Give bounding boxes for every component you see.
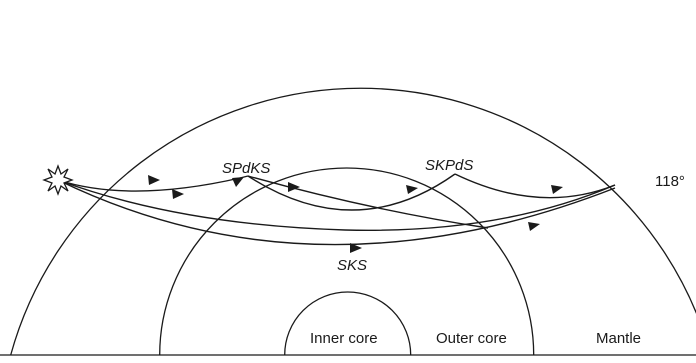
- arrowhead: [406, 185, 418, 194]
- arrowhead: [172, 189, 184, 199]
- earth-surface-arc: [11, 88, 696, 355]
- label-sks: SKS: [337, 257, 367, 274]
- label-skpds: SKPdS: [425, 157, 473, 174]
- label-inner-core: Inner core: [310, 330, 378, 347]
- label-mantle: Mantle: [596, 330, 641, 347]
- epicentral-distance-label: 118°: [655, 173, 685, 190]
- arrowhead: [148, 175, 160, 185]
- arrowhead: [528, 222, 540, 231]
- arrowhead: [232, 177, 244, 187]
- ray-path-skpds-core: [248, 174, 455, 210]
- arrowhead: [288, 182, 300, 192]
- label-spdks: SPdKS: [222, 160, 270, 177]
- ray-path-spdks-core: [248, 176, 488, 228]
- arrowhead: [551, 185, 563, 194]
- star-burst-icon: [44, 166, 72, 194]
- label-outer-core: Outer core: [436, 330, 507, 347]
